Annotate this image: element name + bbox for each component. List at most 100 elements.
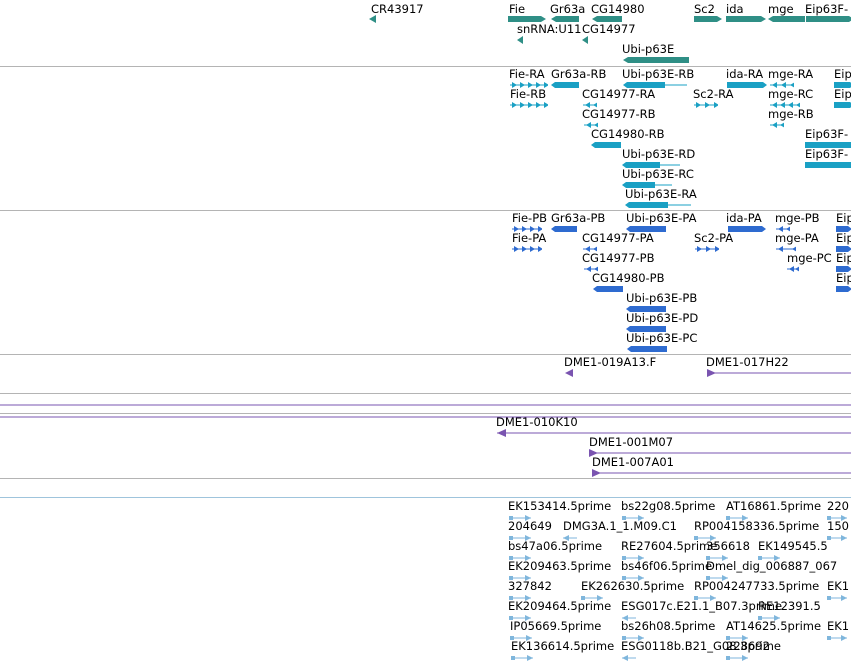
feature-glyph-chevrons-left[interactable] [787, 265, 799, 273]
feature-glyph-est-right[interactable] [511, 654, 533, 662]
feature-glyph-arrow-bar-left[interactable] [592, 15, 622, 23]
feature-glyph-bar-left-line[interactable] [622, 161, 680, 169]
feature-glyph-est-left[interactable] [622, 614, 636, 622]
feature-glyph-chevrons-right[interactable] [694, 101, 718, 109]
feature-glyph-bar-right[interactable] [836, 245, 851, 253]
feature-label[interactable]: CG14980-RB [591, 127, 665, 141]
feature-glyph-chevrons-left[interactable] [584, 265, 598, 273]
feature-glyph-bar-left[interactable] [626, 225, 666, 233]
feature-glyph-est-right[interactable] [706, 574, 728, 582]
feature-label[interactable]: RE27604.5prime [621, 539, 718, 553]
feature-label[interactable]: mge [768, 2, 794, 16]
feature-label[interactable]: DME1-017H22 [706, 355, 789, 369]
feature-label[interactable]: 220 [827, 499, 849, 513]
feature-label[interactable]: Eip63F- [805, 2, 849, 16]
feature-glyph-chevrons-left[interactable] [583, 101, 597, 109]
feature-glyph-bar-right[interactable] [836, 265, 851, 273]
feature-glyph-arrow-bar-right[interactable] [508, 15, 546, 23]
feature-label[interactable]: Ubi-p63E-RD [622, 147, 696, 161]
feature-label[interactable]: EK209464.5prime [508, 599, 612, 613]
feature-label[interactable]: Fie-RB [510, 87, 547, 101]
feature-glyph-est-left[interactable] [563, 534, 577, 542]
feature-label[interactable]: EK149545.5 [758, 539, 828, 553]
feature-glyph-est-right[interactable] [827, 594, 847, 602]
feature-label[interactable]: Ubi-p63E-PD [626, 311, 699, 325]
feature-label[interactable]: ESG017c.E21.1_B07.3prime [621, 599, 783, 613]
feature-label[interactable]: Ubi-p63E-PC [626, 331, 698, 345]
feature-label[interactable]: Fie-RA [509, 67, 545, 81]
feature-label[interactable]: AT16861.5prime [726, 499, 822, 513]
feature-glyph-est-right[interactable] [509, 574, 531, 582]
feature-label[interactable]: Eip [836, 211, 851, 225]
feature-glyph-arrow-bar-right[interactable] [726, 15, 766, 23]
feature-label[interactable]: Eip [834, 67, 851, 81]
feature-label[interactable]: Sc2-PA [694, 231, 734, 245]
feature-label[interactable]: CG14977-RA [582, 87, 656, 101]
feature-label[interactable]: Sc2-RA [693, 87, 734, 101]
feature-label[interactable]: CG14977 [582, 22, 636, 36]
feature-glyph-arrow-bar-left[interactable] [623, 56, 689, 64]
feature-glyph-est-right[interactable] [510, 634, 532, 642]
feature-glyph-est-left[interactable] [622, 654, 636, 662]
feature-glyph-bar-right[interactable] [728, 225, 766, 233]
feature-glyph-chevrons-left[interactable] [770, 101, 800, 109]
feature-glyph-bar-left[interactable] [626, 325, 666, 333]
feature-glyph-triangle-left[interactable] [565, 369, 573, 377]
feature-label[interactable]: CR43917 [371, 2, 424, 16]
feature-glyph-est-right[interactable] [827, 514, 847, 522]
feature-label[interactable]: DME1-007A01 [592, 455, 674, 469]
feature-label[interactable]: CG14980-PB [592, 271, 665, 285]
feature-label[interactable]: Gr63a-RB [551, 67, 607, 81]
feature-glyph-est-right[interactable] [827, 634, 847, 642]
feature-label[interactable]: CG14980 [591, 2, 645, 16]
feature-label[interactable]: Eip [836, 271, 851, 285]
feature-glyph-est-right[interactable] [509, 594, 531, 602]
feature-glyph-est-right[interactable] [726, 654, 748, 662]
feature-label[interactable]: bs26h08.5prime [621, 619, 716, 633]
feature-label[interactable]: DME1-019A13.F [564, 355, 657, 369]
feature-glyph-arrow-bar-right[interactable] [806, 15, 851, 23]
feature-label[interactable]: ida-RA [726, 67, 764, 81]
feature-glyph-chevrons-right[interactable] [512, 225, 542, 233]
feature-label[interactable]: Sc2 [694, 2, 715, 16]
feature-glyph-chevrons-left[interactable] [776, 225, 790, 233]
feature-glyph-bar-left[interactable] [551, 225, 577, 233]
feature-label[interactable]: bs47a06.5prime [508, 539, 603, 553]
feature-glyph-bar-right[interactable] [805, 141, 851, 149]
feature-glyph-est-right[interactable] [509, 514, 531, 522]
feature-label[interactable]: CG14977-PA [582, 231, 654, 245]
feature-label[interactable]: 356618 [706, 539, 750, 553]
feature-glyph-arrow-bar-right[interactable] [694, 15, 722, 23]
feature-label[interactable]: Dmel_dig_006887_067 [706, 559, 838, 573]
feature-label[interactable]: DME1-010K10 [496, 415, 578, 429]
feature-label[interactable]: Ubi-p63E-PA [626, 211, 697, 225]
feature-label[interactable]: ESG0118b.B21_G08.3prime [621, 639, 781, 653]
feature-glyph-triangle-line-left[interactable] [497, 429, 851, 437]
feature-glyph-arrow-left-small[interactable] [369, 15, 376, 23]
feature-label[interactable]: Ubi-p63E-PB [626, 291, 698, 305]
feature-glyph-est-right[interactable] [758, 554, 780, 562]
feature-glyph-est-right[interactable] [622, 574, 644, 582]
feature-label[interactable]: ida [726, 2, 744, 16]
feature-glyph-bar-left-line[interactable] [623, 81, 687, 89]
feature-glyph-chevrons-right[interactable] [510, 81, 548, 89]
feature-label[interactable]: RE12391.5 [758, 599, 821, 613]
feature-glyph-chevrons-left[interactable] [770, 81, 794, 89]
feature-label[interactable]: EK136614.5prime [511, 639, 615, 653]
feature-label[interactable]: mge-PA [775, 231, 819, 245]
feature-label[interactable]: mge-RB [768, 107, 814, 121]
feature-glyph-chevrons-left[interactable] [584, 121, 598, 129]
feature-label[interactable]: RP004247733.5prime [694, 579, 820, 593]
feature-glyph-bar-right[interactable] [727, 81, 767, 89]
feature-label[interactable]: EK153414.5prime [508, 499, 612, 513]
feature-glyph-triangle-line-right[interactable] [589, 449, 851, 457]
feature-label[interactable]: Gr63a-PB [551, 211, 606, 225]
feature-label[interactable]: CG14977-PB [582, 251, 655, 265]
feature-glyph-bar-left-line[interactable] [625, 201, 691, 209]
feature-label[interactable]: DMG3A.1_1.M09.C1 [563, 519, 677, 533]
feature-label[interactable]: mge-RC [768, 87, 814, 101]
feature-label[interactable]: EK1 [827, 619, 850, 633]
feature-glyph-bar-left[interactable] [591, 141, 621, 149]
feature-label[interactable]: bs46f06.5prime [621, 559, 713, 573]
feature-label[interactable]: Fie [509, 2, 526, 16]
